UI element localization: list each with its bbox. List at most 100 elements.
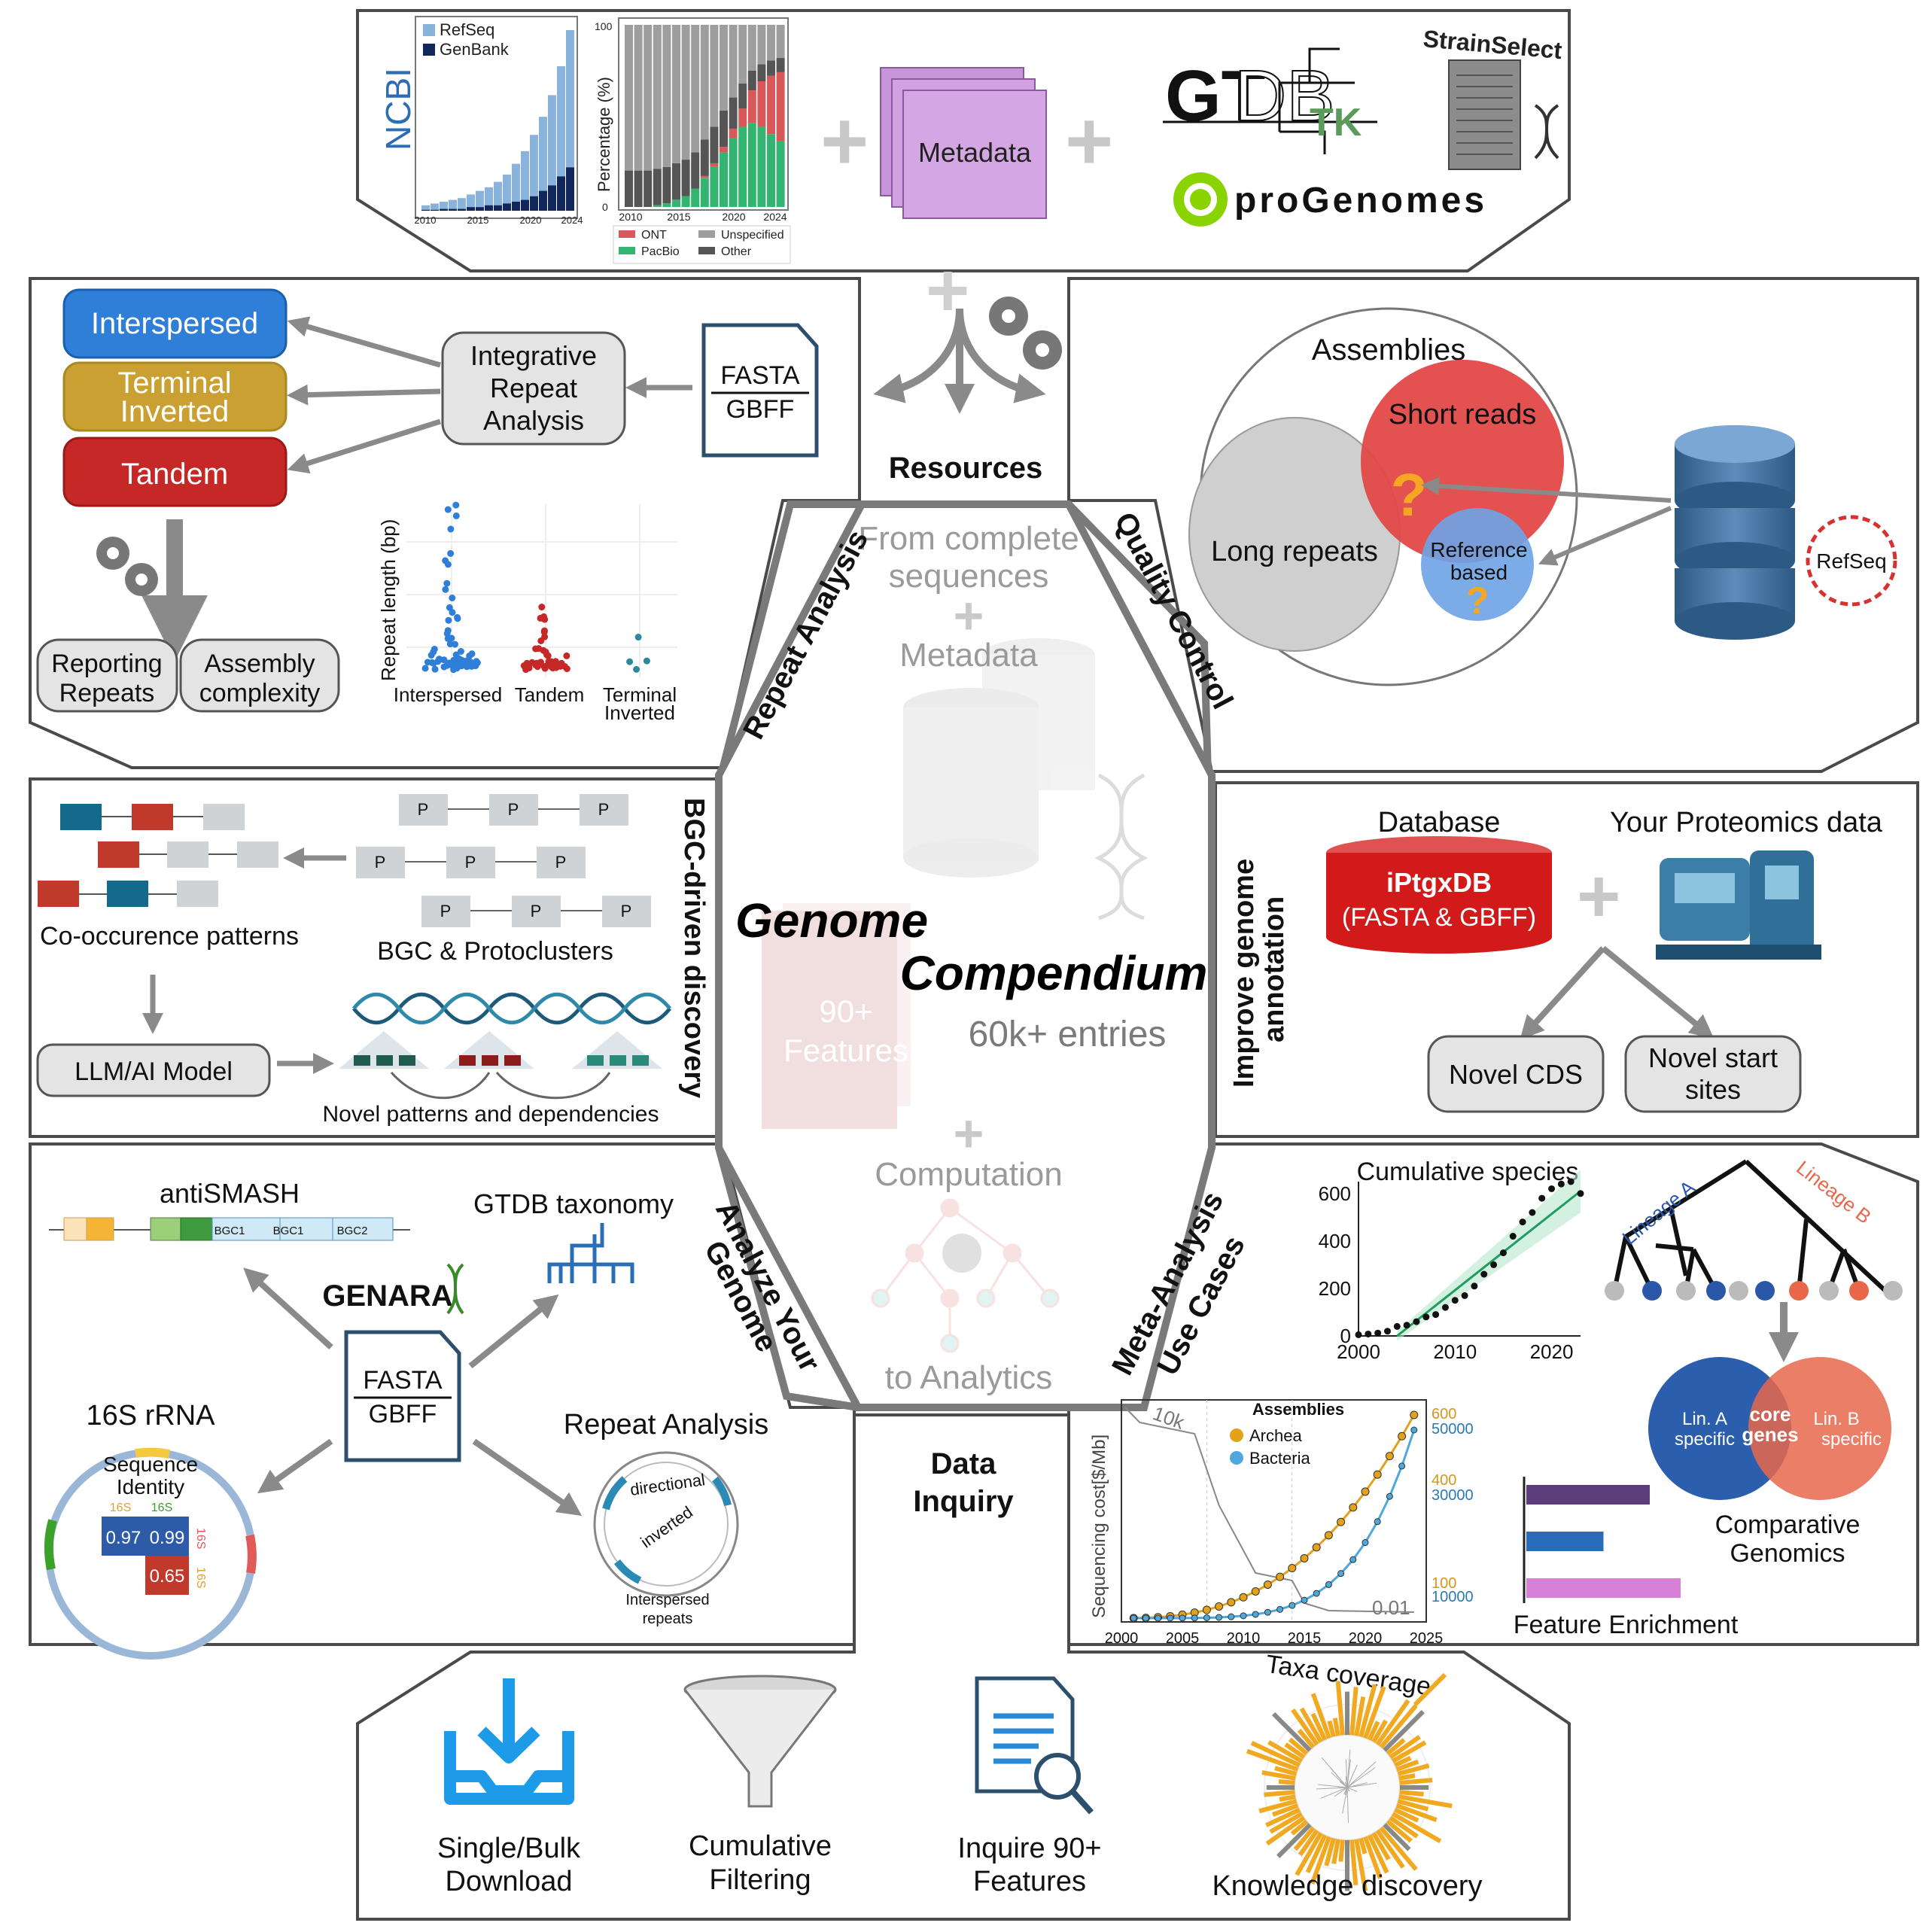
analyze-fasta-label: FASTA [363, 1366, 442, 1395]
ncbi-tick-label: 2024 [561, 214, 583, 226]
repeat-dot [474, 659, 481, 666]
taxa-bar [1400, 1792, 1424, 1794]
pct-bar-unspecified [691, 25, 699, 152]
ncbi-bar-genbank [467, 207, 475, 211]
right-axis-blue-50000: 50000 [1432, 1421, 1474, 1438]
short-reads-label: Short reads [1389, 399, 1536, 431]
legend-unspecified: Unspecified [721, 229, 784, 242]
ncbi-bar-genbank [530, 196, 538, 211]
pct-tick-label: 2015 [667, 211, 690, 223]
pct-tick-100: 100 [595, 20, 613, 32]
pct-bar-ont [757, 81, 765, 126]
legend-unspecified-swatch [698, 230, 715, 238]
cum-point [1471, 1282, 1477, 1289]
archea-line [1133, 1415, 1414, 1618]
integrative-label-1: Integrative [470, 340, 597, 371]
bacteria-point [1179, 1615, 1185, 1621]
fasta-file-icon [346, 1332, 459, 1460]
database-label: Database [1378, 807, 1501, 838]
legend-pacbio: PacBio [641, 245, 680, 258]
pct-bar-other [767, 60, 775, 75]
sequence-label: Sequence [103, 1453, 198, 1476]
bacteria-point [1155, 1615, 1161, 1621]
archea-point [1313, 1544, 1320, 1551]
bgc1-label-b: BGC1 [273, 1225, 304, 1237]
repeat-dot [469, 650, 476, 657]
cum-point [1365, 1331, 1371, 1337]
pct-bar-unspecified [729, 25, 738, 98]
bacteria-point [1325, 1581, 1331, 1587]
server-icon [1449, 60, 1520, 169]
bacteria-point [1130, 1615, 1136, 1621]
novel-patterns-label: Novel patterns and dependencies [323, 1102, 659, 1127]
pct-bar-pacbio [653, 205, 662, 207]
ncbi-bar-genbank [476, 207, 484, 211]
cost-top-label: 10k [1150, 1401, 1188, 1434]
cum-point [1529, 1209, 1535, 1216]
legend-refseq-swatch [423, 24, 435, 36]
repeat-dot [422, 665, 429, 671]
gears-icon [96, 537, 158, 596]
bacteria-point [1142, 1615, 1149, 1621]
center-features-label: Features [783, 1033, 908, 1068]
archea-point [1276, 1573, 1284, 1581]
bacteria-point [1362, 1540, 1368, 1546]
repeat-dot [561, 663, 568, 670]
cum-point [1500, 1249, 1507, 1256]
center-computation: Computation [875, 1156, 1062, 1193]
analyze-repeat-label: Repeat Analysis [564, 1409, 769, 1441]
archea-legend-swatch [1230, 1428, 1243, 1442]
pct-bar-other [691, 152, 699, 188]
pct-bar-unspecified [644, 25, 652, 171]
analyze-gbff-label: GBFF [369, 1400, 437, 1428]
genara-label: GENARA [322, 1279, 452, 1313]
pct-bar-other [672, 163, 680, 199]
novel-cds-label: Novel CDS [1449, 1059, 1583, 1090]
pct-bar-ont [701, 176, 709, 178]
novel-start-label-1: Novel start [1648, 1042, 1778, 1073]
pct-bar-other [729, 98, 738, 129]
pct-bar-unspecified [625, 25, 633, 171]
right-axis-orange-600: 600 [1432, 1406, 1456, 1422]
pct-bar-ont [738, 108, 747, 126]
bacteria-legend-label: Bacteria [1249, 1449, 1310, 1468]
bacteria-point [1386, 1493, 1392, 1499]
repeat-dot [430, 649, 437, 656]
core-label-2: genes [1742, 1423, 1798, 1446]
archea-point [1349, 1504, 1357, 1511]
cost-x-tick: 2020 [1349, 1630, 1383, 1647]
taxonomy-tree-icon [549, 1223, 632, 1283]
repeat-dot [626, 659, 633, 665]
lin-a-label-2: specific [1675, 1429, 1735, 1450]
legend-other: Other [721, 245, 752, 258]
pct-bar-unspecified [662, 25, 671, 167]
knowledge-discovery-label: Knowledge discovery [1212, 1870, 1482, 1902]
repeat-dot [540, 647, 546, 654]
pct-bar-other [644, 171, 652, 207]
pct-bar-other [634, 171, 643, 207]
interspersed-repeats-label-2: repeats [643, 1611, 693, 1627]
plus-icon: + [820, 95, 869, 187]
ncbi-logo: NCBI [379, 68, 418, 151]
center-to-analytics: to Analytics [885, 1359, 1053, 1396]
repeat-dot [563, 653, 570, 659]
page-title-genome: Genome [735, 893, 928, 948]
repeat-dot [633, 666, 640, 673]
pct-bar-unspecified [757, 25, 765, 65]
filter-label-1: Cumulative [689, 1830, 832, 1862]
bacteria-point [1191, 1615, 1197, 1621]
archea-point [1301, 1554, 1308, 1562]
repeat-dot [454, 665, 461, 671]
pct-bar-other [625, 171, 633, 207]
filter-label-2: Filtering [709, 1864, 811, 1896]
right-axis-blue-30000: 30000 [1432, 1487, 1474, 1504]
assembly-label-2: complexity [199, 679, 321, 707]
cum-point [1404, 1322, 1410, 1328]
bacteria-point [1203, 1614, 1209, 1620]
gtdb-tk: TK [1310, 101, 1362, 145]
legend-genbank: GenBank [440, 40, 510, 59]
cum-point [1520, 1219, 1526, 1225]
cum-point [1384, 1328, 1391, 1334]
assemblies-legend-title: Assemblies [1252, 1400, 1344, 1419]
